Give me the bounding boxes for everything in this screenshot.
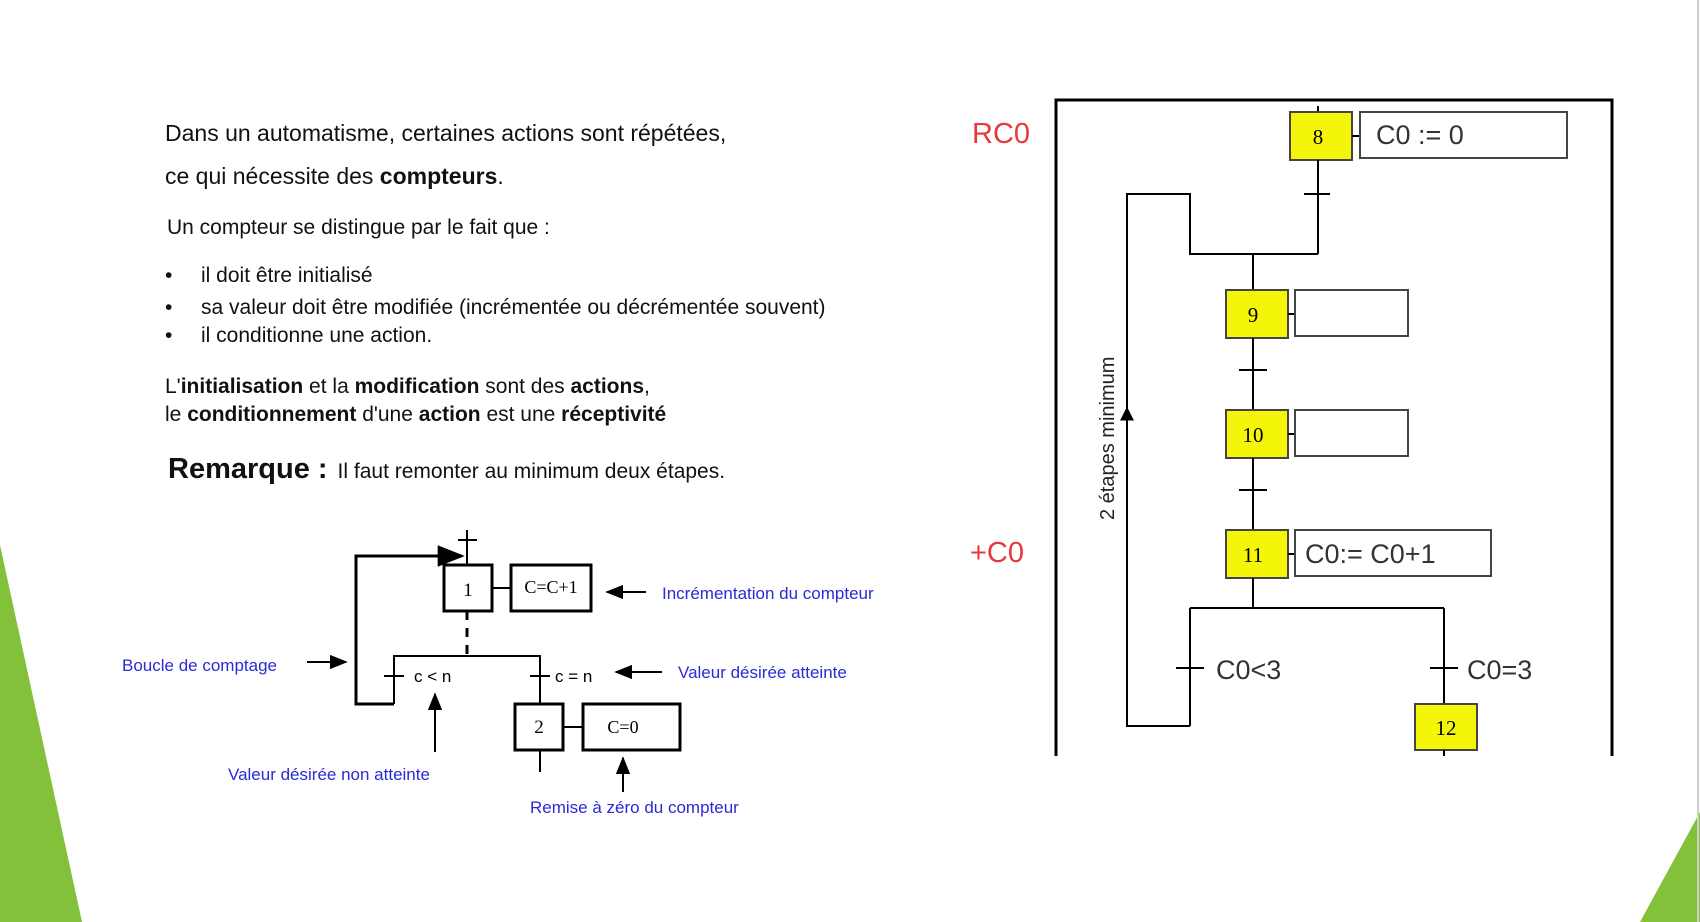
annotation-reached: Valeur désirée atteinte: [678, 663, 847, 682]
para-part: est une: [480, 403, 562, 426]
para-part: le: [165, 403, 188, 426]
action-9-box: [1294, 289, 1409, 337]
loop-return-line: [1126, 193, 1253, 727]
action-8-box: [1359, 111, 1568, 159]
intro-bold-compteurs: compteurs: [379, 163, 498, 189]
bullet-text: sa valeur doit être modifiée (incrémenté…: [201, 296, 826, 319]
loop-label: 2 étapes minimum: [1097, 357, 1119, 520]
counting-loop-line: [354, 545, 465, 706]
para-part: L': [165, 375, 181, 398]
para-bold: conditionnement: [187, 403, 357, 426]
para-part: et la: [303, 375, 355, 398]
annotation-not-reached: Valeur désirée non atteinte: [228, 765, 430, 784]
bullet-item-2: • sa valeur doit être modifiée (incrément…: [165, 296, 826, 320]
divergence-line: [393, 655, 541, 704]
para-bold: réceptivité: [561, 403, 667, 426]
action-1-label: C=C+1: [524, 577, 577, 597]
step-10-label: 10: [1243, 423, 1264, 447]
remark: Remarque : Il faut remonter au minimum de…: [168, 453, 725, 486]
cond-eq-label: c = n: [555, 667, 592, 686]
small-grafcet-diagram: 1 C=C+1 c < n c = n 2 C=0 Incrémentation…: [122, 530, 874, 817]
intro-line-2-pre: ce qui nécessite des: [165, 163, 380, 189]
subtitle: Un compteur se distingue par le fait que…: [167, 216, 550, 239]
annotation-loop: Boucle de comptage: [122, 656, 277, 675]
right-green-accent: [1640, 812, 1700, 922]
label-plus-c0: +C0: [970, 537, 1025, 569]
step-9-label: 9: [1248, 303, 1259, 327]
paragraph-line-2: le conditionnement d'une action est une …: [165, 403, 666, 427]
cond-lt-label: C0<3: [1216, 655, 1281, 685]
bullet-text: il conditionne une action.: [201, 324, 433, 347]
action-8-label: C0 := 0: [1376, 120, 1464, 150]
bullet-dot: •: [165, 324, 173, 347]
step-2-label: 2: [534, 717, 544, 738]
para-bold: initialisation: [180, 375, 304, 398]
intro-line-1: Dans un automatisme, certaines actions s…: [165, 120, 727, 146]
label-rc0: RC0: [972, 118, 1031, 150]
bullet-dot: •: [165, 264, 173, 287]
step-8-label: 8: [1313, 125, 1324, 149]
bullet-text: il doit être initialisé: [201, 264, 373, 287]
outer-frame: [1054, 98, 1614, 756]
action-2-label: C=0: [607, 717, 638, 737]
para-part: d'une: [356, 403, 419, 426]
annotation-reset: Remise à zéro du compteur: [530, 798, 739, 817]
para-bold: action: [418, 403, 481, 426]
bullet-dot: •: [165, 296, 173, 319]
bullet-item-3: • il conditionne une action.: [165, 324, 432, 348]
para-bold: actions: [570, 375, 645, 398]
step-12-label: 12: [1436, 716, 1457, 740]
step-11: [1225, 529, 1289, 579]
para-bold: modification: [354, 375, 480, 398]
big-grafcet-diagram: 8 C0 := 0 9 10 11 C0:= C0+1 C0<3 2 étape…: [1054, 98, 1614, 756]
left-green-accent: [0, 545, 82, 922]
annotation-increment: Incrémentation du compteur: [662, 584, 874, 603]
intro-line-2-post: .: [497, 163, 504, 189]
cond-eq-label: C0=3: [1467, 655, 1532, 685]
remark-title: Remarque :: [168, 453, 328, 485]
remark-text: Il faut remonter au minimum deux étapes.: [337, 460, 726, 483]
step-12: [1414, 703, 1478, 751]
action-2-box: [581, 702, 682, 752]
step-10: [1225, 409, 1289, 459]
intro-line-2: ce qui nécessite des compteurs.: [165, 163, 504, 190]
step-11-label: 11: [1243, 543, 1263, 567]
action-11-label: C0:= C0+1: [1305, 539, 1436, 569]
cond-lt-label: c < n: [414, 667, 451, 686]
bullet-item-1: • il doit être initialisé: [165, 264, 373, 288]
action-1-box: [509, 563, 593, 613]
action-10-box: [1294, 409, 1409, 457]
action-11-box: [1294, 529, 1492, 577]
step-1-label: 1: [463, 580, 473, 601]
paragraph-line-1: L'initialisation et la modification sont…: [165, 375, 650, 399]
para-part: ,: [644, 375, 650, 398]
para-part: sont des: [479, 375, 571, 398]
